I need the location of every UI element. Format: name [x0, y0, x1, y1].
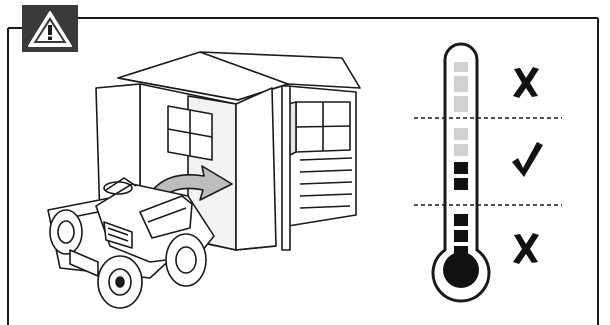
thermometer-high-band: [454, 62, 468, 112]
warning-tab: [22, 5, 78, 52]
cross-icon: [513, 233, 539, 264]
riding-mower: [48, 178, 214, 308]
check-icon: [512, 142, 543, 177]
thermometer-bulb: [443, 252, 479, 288]
side-window: [288, 102, 350, 156]
band-separators: [414, 118, 562, 205]
front-window: [168, 106, 212, 160]
thermometer-low-band: [454, 214, 468, 258]
cross-icon: [513, 67, 539, 98]
thermometer: [433, 44, 489, 301]
